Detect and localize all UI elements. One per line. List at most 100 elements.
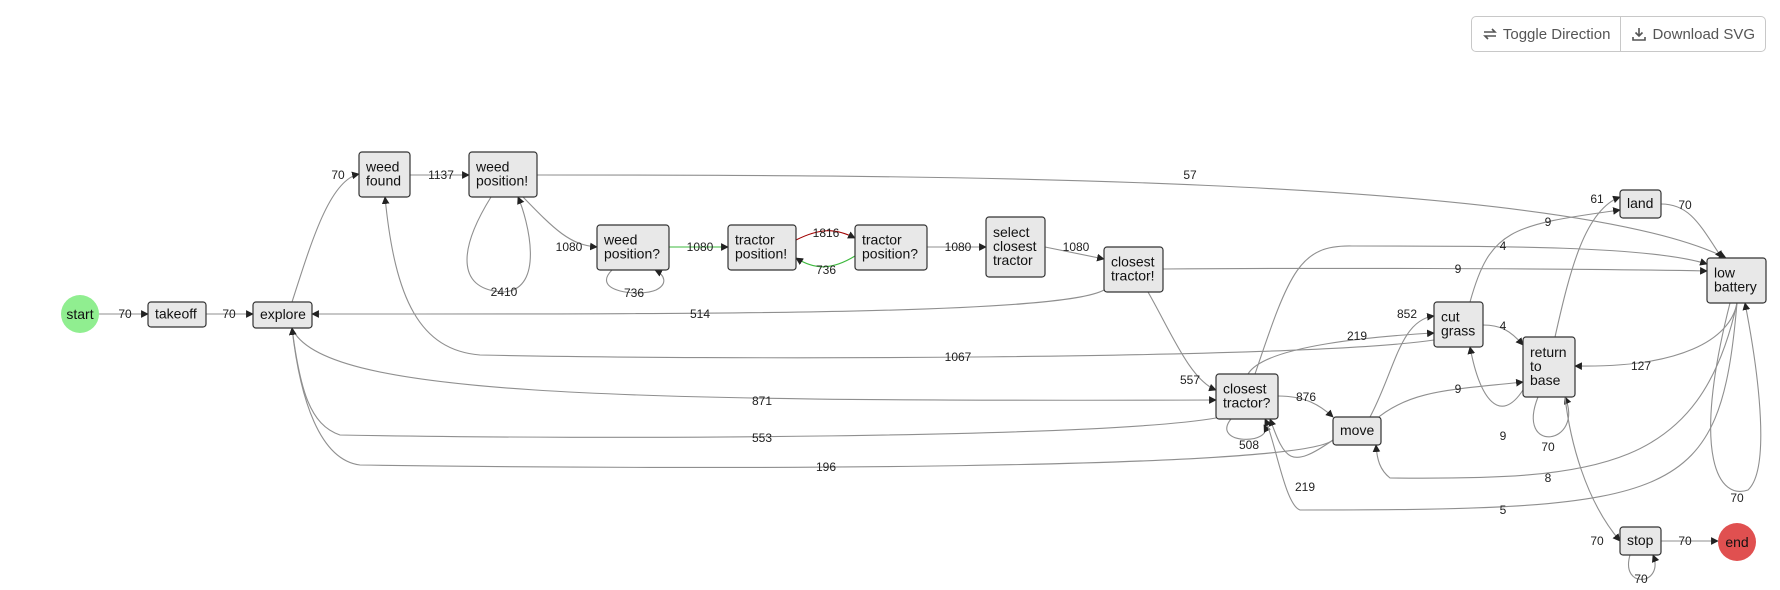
- edge-line: [1574, 302, 1738, 370]
- edge-label: 1067: [945, 350, 972, 364]
- node-takeoff[interactable]: takeoff: [147, 301, 207, 328]
- edge-tractor-position-q-to-tractor-position-bang: 736: [795, 255, 856, 277]
- node-box: [1332, 416, 1382, 446]
- edge-select-closest-tractor-to-closest-tractor-bang: 1080: [1044, 240, 1105, 262]
- edge-cut-grass-to-land: 9: [1469, 207, 1621, 303]
- edge-label: 4: [1500, 319, 1507, 333]
- edge-line: [1532, 396, 1572, 438]
- edge-move-to-cut-grass: 852: [1369, 307, 1435, 418]
- node-label-line: tractor: [862, 232, 902, 248]
- toggle-direction-button[interactable]: Toggle Direction: [1472, 17, 1621, 51]
- edge-closest-tractor-q-to-closest-tractor-q: 508: [1226, 418, 1271, 452]
- node-label-line: low: [1714, 265, 1736, 281]
- edge-label: 852: [1397, 307, 1417, 321]
- edge-line: [1226, 418, 1271, 440]
- edge-label: 1137: [428, 168, 454, 182]
- node-box: [1522, 336, 1576, 398]
- node-label-line: select: [993, 224, 1030, 240]
- node-end[interactable]: end: [1718, 523, 1756, 561]
- edge-line: [1369, 312, 1435, 418]
- edge-return-to-base-to-return-to-base: 70: [1532, 396, 1572, 454]
- node-label-line: weed: [603, 232, 637, 248]
- node-box: [596, 224, 670, 271]
- edge-return-to-base-to-cut-grass: 9: [1467, 346, 1524, 443]
- node-box: [1103, 246, 1164, 293]
- node-box: [854, 224, 928, 271]
- edge-label: 1080: [1063, 240, 1090, 254]
- edge-line: [795, 230, 856, 241]
- edge-low-battery-to-closest-tractor-q: 5: [1264, 302, 1738, 517]
- edge-label: 736: [624, 286, 644, 300]
- edge-weed-position-q-to-tractor-position-bang: 1080: [669, 240, 729, 254]
- edge-label: 5: [1500, 503, 1507, 517]
- edge-stop-to-end: 70: [1661, 534, 1719, 548]
- edge-label: 2410: [491, 285, 518, 299]
- edge-line: [1710, 302, 1762, 492]
- node-label-line: position!: [476, 173, 528, 189]
- node-start[interactable]: start: [61, 295, 99, 333]
- edge-line: [1162, 267, 1708, 275]
- edge-line: [1044, 246, 1105, 262]
- node-box: [1619, 189, 1662, 219]
- node-explore[interactable]: explore: [252, 301, 313, 329]
- edge-line: [1554, 195, 1621, 338]
- edge-weed-position-bang-to-weed-position-bang: 2410: [466, 196, 531, 299]
- edge-label: 127: [1631, 359, 1651, 373]
- node-label-line: tractor?: [1223, 395, 1271, 411]
- edge-label: 871: [752, 394, 772, 408]
- node-circle: [1718, 523, 1756, 561]
- edge-closest-tractor-q-to-explore: 553: [289, 327, 1217, 445]
- node-label-line: base: [1530, 372, 1561, 388]
- node-label-line: stop: [1627, 532, 1654, 548]
- edge-low-battery-to-return-to-base: 127: [1574, 302, 1738, 373]
- edge-weed-found-to-weed-position-bang: 1137: [410, 168, 470, 182]
- edge-weed-position-q-to-weed-position-q: 736: [606, 269, 665, 300]
- edge-line: [1660, 203, 1723, 259]
- edge-label: 508: [1239, 438, 1259, 452]
- edge-label: 219: [1295, 480, 1315, 494]
- edge-closest-tractor-bang-to-explore: 514: [311, 289, 1105, 321]
- edge-explore-to-weed-found: 70: [291, 168, 360, 303]
- node-label: end: [1725, 534, 1748, 550]
- node-move[interactable]: move: [1332, 416, 1382, 446]
- node-stop[interactable]: stop: [1619, 526, 1662, 556]
- edge-label: 9: [1455, 262, 1462, 276]
- edge-weed-position-bang-to-low-battery: 57: [536, 168, 1727, 259]
- edge-label: 553: [752, 431, 772, 445]
- download-svg-button[interactable]: Download SVG: [1620, 17, 1765, 51]
- node-label-line: found: [366, 173, 401, 189]
- edge-land-to-low-battery: 70: [1660, 198, 1723, 259]
- edge-label: 70: [1541, 440, 1555, 454]
- edge-line: [291, 171, 360, 303]
- edge-label: 736: [816, 263, 836, 277]
- node-label-line: battery: [1714, 279, 1757, 295]
- edge-move-to-explore: 196: [288, 327, 1334, 474]
- node-land[interactable]: land: [1619, 189, 1662, 219]
- edge-label: 514: [690, 307, 710, 321]
- edge-cut-grass-to-weed-found: 1067: [381, 196, 1435, 364]
- edge-label: 70: [118, 307, 132, 321]
- edge-label: 1080: [945, 240, 972, 254]
- node-box: [985, 216, 1046, 278]
- edge-line: [1147, 291, 1217, 392]
- node-label-line: position!: [735, 246, 787, 262]
- download-icon: [1632, 28, 1647, 41]
- edge-line: [311, 289, 1105, 318]
- node-label-line: land: [1627, 195, 1653, 211]
- node-label-line: weed: [475, 159, 509, 175]
- edge-line: [381, 196, 1435, 359]
- edge-line: [1268, 418, 1334, 458]
- edge-label: 61: [1590, 192, 1604, 206]
